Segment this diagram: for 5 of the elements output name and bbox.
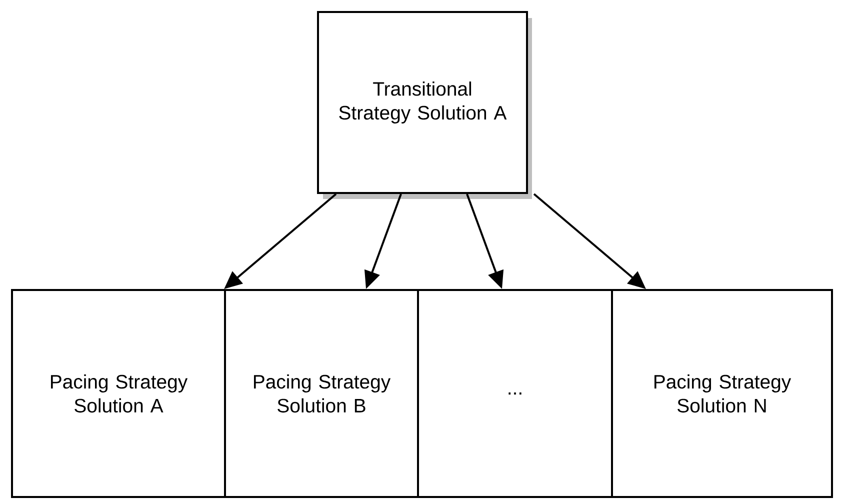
- strategy-box: Pacing Strategy Solution B: [224, 289, 419, 498]
- strategy-box: ...: [417, 289, 613, 498]
- strategy-box: Transitional Strategy Solution A: [317, 11, 528, 194]
- strategy-box: Pacing Strategy Solution N: [611, 289, 833, 498]
- strategy-box: Pacing Strategy Solution A: [11, 289, 226, 498]
